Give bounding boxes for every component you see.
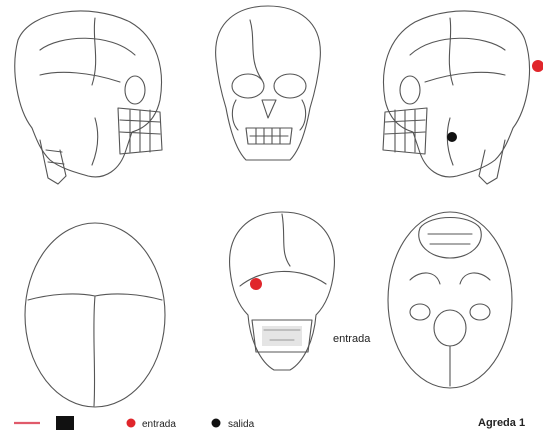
- posterior-entrada-label: entrada: [333, 333, 371, 345]
- skull-superior-view: [25, 223, 165, 407]
- legend-entrada-label: entrada: [142, 419, 176, 430]
- legend-square: [56, 416, 74, 430]
- entry-wound-marker-posterior: [250, 278, 262, 290]
- legend: entrada salida Agreda 1: [14, 416, 525, 430]
- skull-inferior-view: [388, 212, 512, 388]
- skull-right-lateral-view: [383, 11, 529, 184]
- legend-entrada-dot: [127, 419, 136, 428]
- legend-salida-dot: [212, 419, 221, 428]
- exit-wound-marker-right-lateral: [447, 132, 457, 142]
- skull-left-lateral-view: [15, 11, 162, 184]
- skull-frontal-view: [216, 6, 321, 160]
- skull-posterior-view: [230, 212, 335, 370]
- posterior-mandible-shading: [262, 326, 302, 346]
- case-label: Agreda 1: [478, 417, 525, 429]
- legend-salida-label: salida: [228, 419, 255, 430]
- entry-wound-marker-right-lateral: [532, 60, 543, 72]
